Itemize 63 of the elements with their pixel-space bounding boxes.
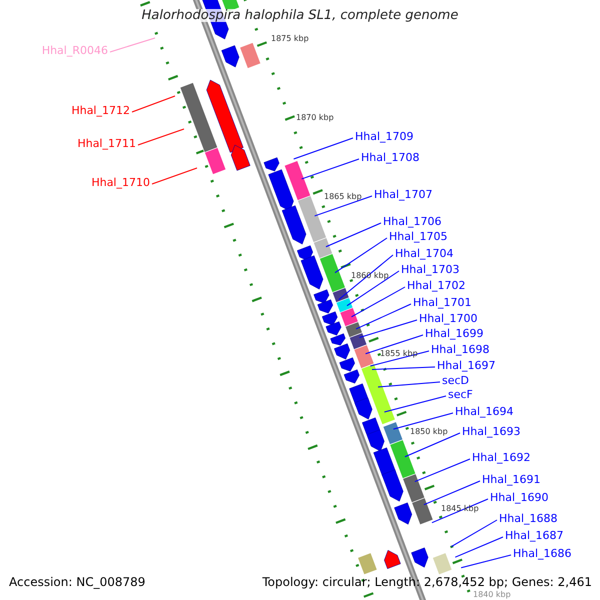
leader-line [138,128,184,146]
leader-line [152,168,198,184]
scale-label: 1865 kbp [324,192,362,202]
gene-label: Hhal_1687 [505,529,564,542]
leader-line [110,38,156,52]
gene-label: Hhal_1686 [513,547,572,560]
leader-line [431,498,488,524]
leader-line [359,320,418,338]
gene-label: Hhal_1707 [374,188,433,201]
leader-line [454,536,504,558]
leader-line [365,334,424,354]
gene-label: Hhal_1702 [407,279,466,292]
gene-label: Hhal_1688 [499,512,558,525]
scale-label: 1870 kbp [296,113,334,123]
leader-line [392,412,454,430]
gene-label: Hhal_1698 [431,343,490,356]
leader-line [325,222,382,248]
leader-line [334,238,388,274]
gene-label: Hhal_1709 [355,130,414,143]
gene-label: Hhal_1691 [482,473,541,486]
leader-line [378,382,440,388]
leader-line [372,366,436,370]
leader-line [370,350,430,366]
scale-label: 1840 kbp [473,590,511,600]
gene-label: Hhal_1697 [437,359,496,372]
scale-label: 1875 kbp [271,34,309,44]
leader-line [314,196,372,216]
gene-label: Hhal_R0046 [42,44,108,57]
gene-label: Hhal_1701 [413,296,472,309]
leader-line [356,304,412,330]
leader-line [293,138,354,160]
gene-label: Hhal_1706 [383,215,442,228]
accession-text: Accession: NC_008789 [9,576,146,589]
title: Halorhodospira halophila SL1, complete genome [142,9,458,22]
genome-info-text: Topology: circular; Length: 2,678,452 bp; Genes: 2,461 [262,576,592,589]
gene-label: Hhal_1708 [361,151,420,164]
gene-label: Hhal_1699 [425,327,484,340]
scale-label: 1845 kbp [441,504,479,514]
gene-label: Hhal_1690 [490,491,549,504]
scale-label: 1850 kbp [410,427,448,437]
gene-label: Hhal_1703 [401,263,460,276]
gene-label: Hhal_1693 [462,425,521,438]
leader-line [132,96,176,112]
leader-line [301,158,360,180]
gene-label: Hhal_1700 [419,312,478,325]
leader-line [460,554,512,568]
leader-line [423,480,480,506]
leader-line [338,254,394,300]
gene-label: Hhal_1694 [455,405,514,418]
gene-label: Hhal_1711 [77,137,136,150]
leader-line [450,520,498,547]
gene-label: Hhal_1710 [91,176,150,189]
gene-label: secD [442,374,470,387]
leader-line [414,458,470,482]
gene-label: Hhal_1712 [71,104,130,117]
leader-line [346,270,400,306]
gene-label: Hhal_1704 [395,247,454,260]
gene-label: Hhal_1692 [472,451,531,464]
leader-line [384,396,446,413]
leader-line [404,432,460,458]
gene-label: secF [448,388,473,401]
gene-label: Hhal_1705 [389,230,448,243]
leader-line [351,286,406,318]
